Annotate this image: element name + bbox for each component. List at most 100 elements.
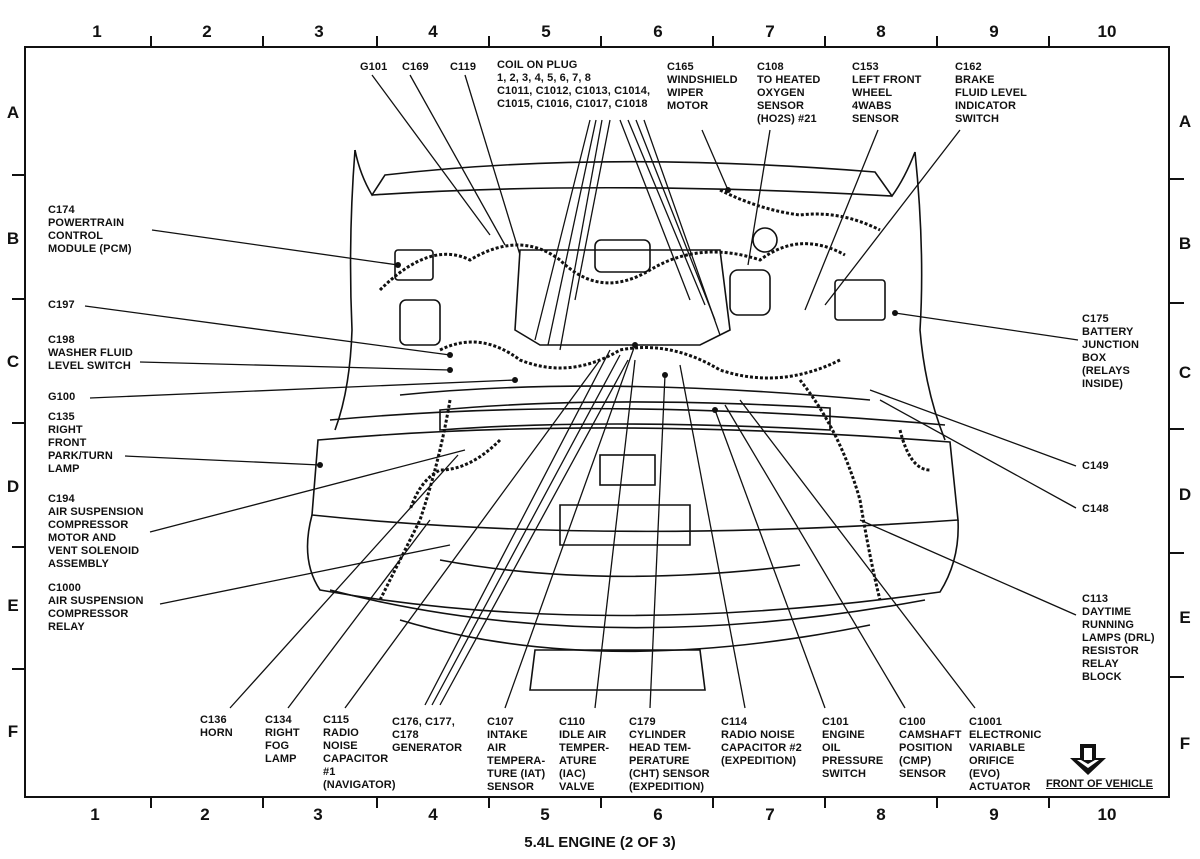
leader-c169 <box>409 74 506 246</box>
row-label-left: B <box>6 229 20 248</box>
grid-tick <box>1168 302 1184 304</box>
air-dam <box>399 619 871 653</box>
leader-c149 <box>869 389 1077 467</box>
washer-reservoir <box>399 299 441 346</box>
connector-dot <box>725 187 731 193</box>
wiring-harness <box>439 340 841 380</box>
leader-c179 <box>649 374 666 709</box>
row-label-right: A <box>1178 112 1192 131</box>
battery-junction-box <box>834 279 886 321</box>
grid-tick <box>376 36 378 48</box>
radiator-support-inner <box>399 385 871 401</box>
grid-tick <box>488 796 490 808</box>
row-label-left: A <box>6 103 20 122</box>
callout-c115: C115 RADIO NOISE CAPACITOR #1 (NAVIGATOR… <box>323 714 396 791</box>
callout-c108: C108 TO HEATED OXYGEN SENSOR (HO2S) #21 <box>757 61 821 125</box>
column-label-bottom: 8 <box>876 805 886 824</box>
leader-c110 <box>594 359 636 709</box>
leader-c107 <box>504 344 636 709</box>
column-label-bottom: 6 <box>653 805 663 824</box>
leader-c176 <box>424 349 611 706</box>
callout-coil-on-plug: COIL ON PLUG 1, 2, 3, 4, 5, 6, 7, 8 C101… <box>497 59 651 110</box>
grid-tick <box>262 36 264 48</box>
wiring-harness <box>719 188 881 232</box>
callout-c153: C153 LEFT FRONT WHEEL 4WABS SENSOR <box>852 61 922 125</box>
bumper-lower <box>306 514 959 617</box>
callout-c149: C149 <box>1082 460 1109 472</box>
column-label-bottom: 1 <box>90 805 100 824</box>
leader-c175 <box>894 312 1079 341</box>
grid-tick <box>262 796 264 808</box>
leader-coil <box>574 119 611 301</box>
row-label-left: F <box>7 722 19 741</box>
license-plate-bracket <box>529 649 706 691</box>
grid-tick <box>712 796 714 808</box>
grid-tick <box>1048 796 1050 808</box>
wiring-harness <box>798 379 882 601</box>
callout-c174: C174 POWERTRAIN CONTROL MODULE (PCM) <box>48 204 132 255</box>
hood-outline <box>354 149 916 198</box>
grid-tick <box>12 174 26 176</box>
grid-tick <box>1168 676 1184 678</box>
column-label-top: 1 <box>92 22 102 41</box>
column-label-top: 7 <box>765 22 775 41</box>
front-crossmember <box>439 401 831 431</box>
row-label-right: E <box>1179 608 1191 627</box>
brake-reservoir <box>729 269 771 316</box>
diagram-title: 5.4L ENGINE (2 OF 3) <box>524 834 676 851</box>
connector-dot <box>712 407 718 413</box>
center-grille <box>559 504 691 546</box>
leader-c1000 <box>159 544 451 605</box>
leader-c113 <box>859 519 1077 616</box>
connector-dot <box>632 342 638 348</box>
row-label-left: E <box>7 596 19 615</box>
leader-c115 <box>344 359 601 709</box>
leader-c162 <box>824 129 961 306</box>
grid-tick <box>150 36 152 48</box>
grid-tick <box>824 796 826 808</box>
leader-coil <box>635 119 716 321</box>
grid-tick <box>12 422 26 424</box>
callout-c119: C119 <box>450 61 477 73</box>
callout-c165: C165 WINDSHIELD WIPER MOTOR <box>667 61 738 112</box>
grid-tick <box>936 796 938 808</box>
leader-c134 <box>287 519 431 709</box>
grid-tick <box>376 796 378 808</box>
callout-g100: G100 <box>48 391 76 403</box>
grid-tick <box>600 796 602 808</box>
bumper-valance <box>329 589 926 629</box>
leader-c119 <box>464 74 521 256</box>
leader-c1001 <box>739 399 976 709</box>
column-label-bottom: 4 <box>428 805 438 824</box>
callout-c162: C162 BRAKE FLUID LEVEL INDICATOR SWITCH <box>955 61 1027 125</box>
leader-c176 <box>439 359 629 706</box>
wiring-harness <box>378 242 846 292</box>
row-label-right: C <box>1178 363 1192 382</box>
callout-c135: C135 RIGHT FRONT PARK/TURN LAMP <box>48 411 113 475</box>
intake-manifold <box>514 249 731 346</box>
column-label-top: 10 <box>1097 22 1117 41</box>
leader-c108 <box>747 129 771 266</box>
column-label-top: 9 <box>989 22 999 41</box>
grid-tick <box>824 36 826 48</box>
throttle-body <box>594 239 651 273</box>
leader-g101 <box>371 74 491 236</box>
master-cylinder <box>752 227 778 253</box>
callout-c113: C113 DAYTIME RUNNING LAMPS (DRL) RESISTO… <box>1082 593 1155 683</box>
column-label-bottom: 9 <box>989 805 999 824</box>
grid-tick <box>600 36 602 48</box>
right-fender <box>914 151 946 441</box>
callout-c107: C107 INTAKE AIR TEMPERA- TURE (IAT) SENS… <box>487 716 546 793</box>
row-label-left: D <box>6 477 20 496</box>
grid-tick <box>1168 552 1184 554</box>
callout-c101: C101 ENGINE OIL PRESSURE SWITCH <box>822 716 884 780</box>
callout-c114: C114 RADIO NOISE CAPACITOR #2 (EXPEDITIO… <box>721 716 802 767</box>
callout-c169: C169 <box>402 61 429 73</box>
connector-dot <box>892 310 898 316</box>
column-label-top: 2 <box>202 22 212 41</box>
callout-g101: G101 <box>360 61 388 73</box>
leader-c176 <box>431 354 621 706</box>
grid-tick <box>12 298 26 300</box>
callout-c179: C179 CYLINDER HEAD TEM- PERATURE (CHT) S… <box>629 716 710 793</box>
leader-c100 <box>724 404 906 709</box>
